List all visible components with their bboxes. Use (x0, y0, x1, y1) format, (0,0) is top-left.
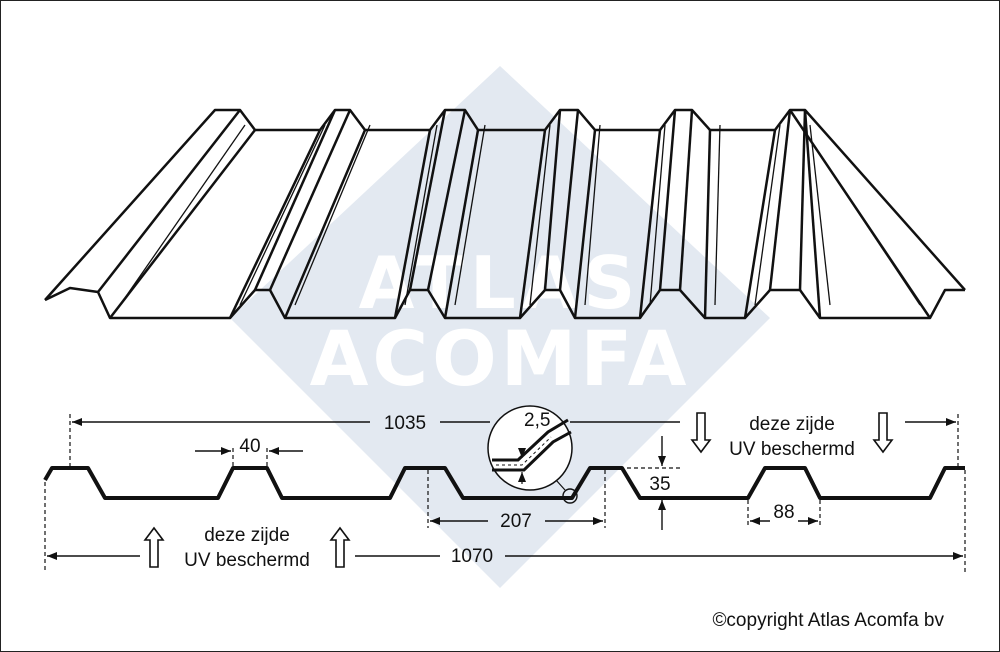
uv-arrow-down-right-icon (872, 412, 894, 454)
extension-lines (44, 414, 966, 573)
uv-note-top-line1: deze zijde (749, 414, 835, 435)
watermark-line2: ACOMFA (310, 314, 691, 403)
dim-label-88: 88 (773, 502, 794, 523)
copyright-text: ©copyright Atlas Acomfa bv (712, 610, 944, 631)
uv-note-bottom-line1: deze zijde (204, 525, 290, 546)
uv-note-top-line2: UV beschermd (729, 439, 855, 460)
dim-label-40: 40 (239, 436, 260, 457)
dim-label-1070: 1070 (451, 546, 493, 567)
sheet-cross-section (43, 466, 965, 500)
dim-label-35: 35 (649, 474, 670, 495)
detail-marker-circle (562, 488, 578, 504)
uv-arrow-down-left-icon (690, 412, 712, 454)
watermark-diamond (230, 66, 770, 588)
uv-note-bottom-line2: UV beschermd (184, 550, 310, 571)
dim-label-1035: 1035 (384, 413, 426, 434)
uv-arrows (143, 412, 894, 568)
dim-label-207: 207 (500, 511, 532, 532)
thickness-detail (487, 405, 578, 504)
dim-label-thickness: 2,5 (524, 410, 550, 431)
sheet-perspective-view (44, 108, 966, 320)
uv-arrow-up-right-icon (329, 526, 351, 568)
uv-arrow-up-left-icon (143, 526, 165, 568)
dimension-lines (47, 418, 963, 560)
